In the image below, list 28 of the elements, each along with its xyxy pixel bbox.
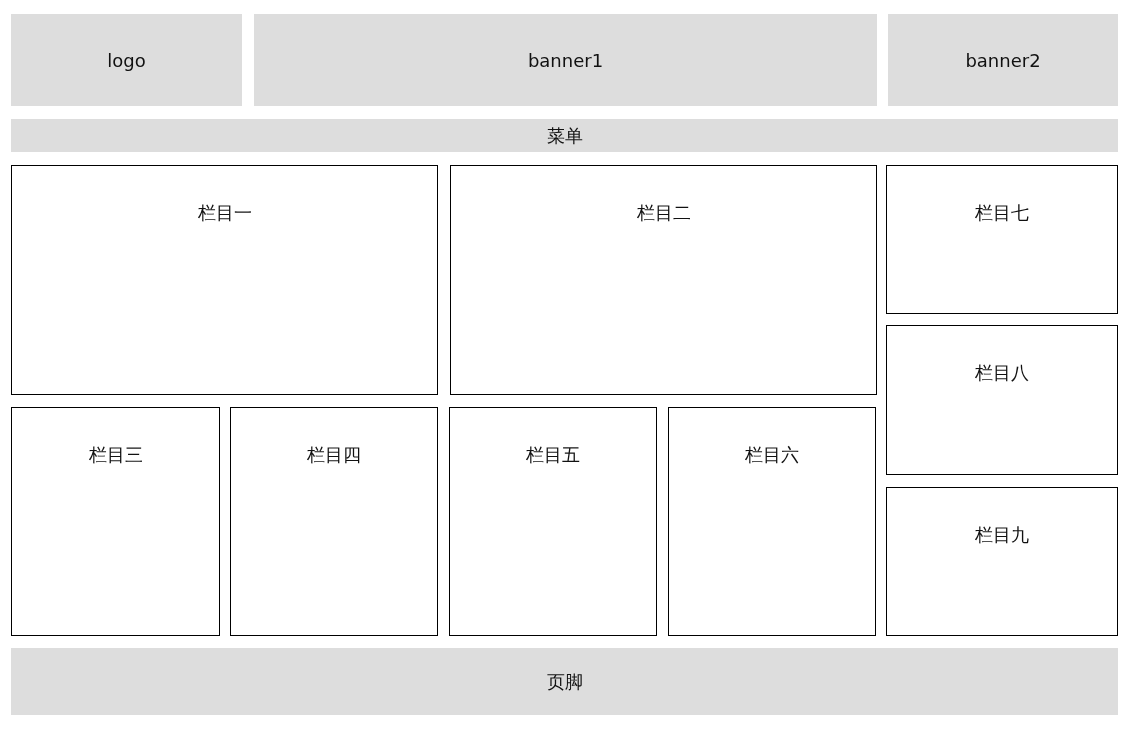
- header-block: [254, 14, 877, 106]
- panel-title: 栏目五: [526, 443, 580, 467]
- panel-title: banner1: [527, 49, 604, 71]
- panel-title: 栏目一: [197, 201, 252, 225]
- menu-bar: [11, 119, 1118, 152]
- content-panel: [449, 407, 657, 636]
- content-panel: [886, 487, 1118, 636]
- header-block: [11, 14, 242, 106]
- content-panel: [450, 165, 877, 395]
- content-panel: [886, 325, 1118, 475]
- panel-title: logo: [107, 49, 146, 71]
- panel-title: 栏目六: [745, 443, 799, 467]
- content-panel: [886, 165, 1118, 314]
- footer-bar: [11, 648, 1118, 715]
- panel-title: 栏目九: [975, 523, 1029, 547]
- panel-title: 栏目八: [975, 361, 1029, 385]
- panel-title: 栏目二: [636, 201, 691, 225]
- content-panel: [668, 407, 876, 636]
- content-panel: [11, 407, 220, 636]
- panel-title: 栏目三: [88, 443, 143, 467]
- content-panel: [230, 407, 438, 636]
- content-panel: [11, 165, 438, 395]
- panel-title: banner2: [965, 49, 1041, 71]
- panel-title: 菜单: [546, 124, 583, 146]
- panel-title: 栏目七: [975, 201, 1029, 225]
- panel-title: 栏目四: [307, 443, 361, 467]
- panel-title: 页脚: [546, 670, 583, 692]
- header-block: [888, 14, 1118, 106]
